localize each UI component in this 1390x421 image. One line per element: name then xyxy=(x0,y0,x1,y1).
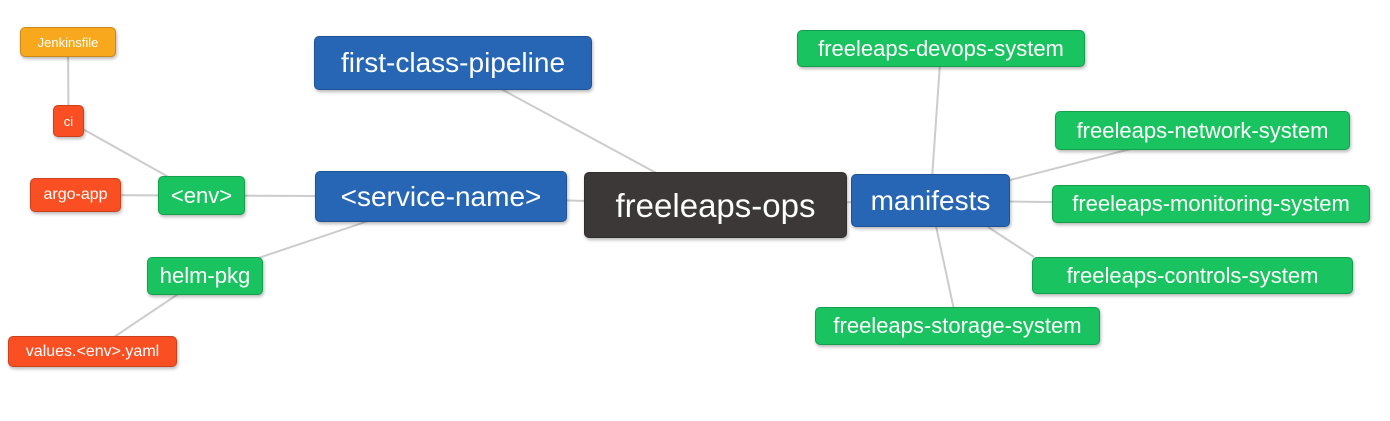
node-service-name[interactable]: <service-name> xyxy=(315,171,567,222)
node-first-class-pipeline[interactable]: first-class-pipeline xyxy=(314,36,592,90)
node-freeleaps-network-system[interactable]: freeleaps-network-system xyxy=(1055,111,1350,150)
node-jenkinsfile[interactable]: Jenkinsfile xyxy=(20,27,116,57)
node-freeleaps-storage-system[interactable]: freeleaps-storage-system xyxy=(815,307,1100,345)
node-freeleaps-monitoring-system[interactable]: freeleaps-monitoring-system xyxy=(1052,185,1370,223)
node-freeleaps-devops-system[interactable]: freeleaps-devops-system xyxy=(797,30,1085,67)
node-helm-pkg[interactable]: helm-pkg xyxy=(147,257,263,295)
edge-manifests-controls_system xyxy=(987,226,1035,258)
node-freeleaps-controls-system[interactable]: freeleaps-controls-system xyxy=(1032,257,1353,294)
node-env[interactable]: <env> xyxy=(158,176,245,215)
node-manifests[interactable]: manifests xyxy=(851,174,1010,227)
node-freeleaps-ops[interactable]: freeleaps-ops xyxy=(584,172,847,238)
node-values-env-yaml[interactable]: values.<env>.yaml xyxy=(8,336,177,367)
node-ci[interactable]: ci xyxy=(53,105,84,137)
node-argo-app[interactable]: argo-app xyxy=(30,178,121,212)
